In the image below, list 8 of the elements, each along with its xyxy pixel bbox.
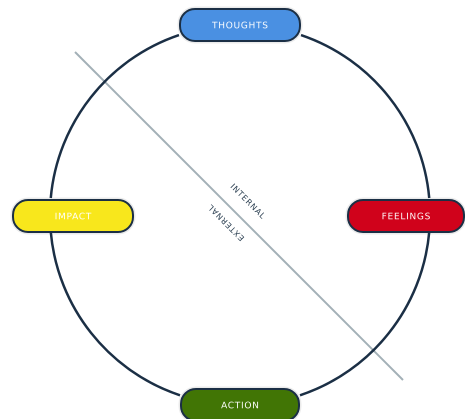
pill-box: ACTION — [178, 386, 302, 419]
pill-box: THOUGHTS — [178, 6, 302, 44]
pill-box: FEELINGS — [346, 198, 465, 234]
circle-arc — [300, 232, 430, 396]
circle-arc — [50, 34, 180, 198]
circle-arc — [300, 34, 430, 198]
circle-arc — [50, 232, 180, 396]
pill-box: IMPACT — [10, 198, 136, 234]
